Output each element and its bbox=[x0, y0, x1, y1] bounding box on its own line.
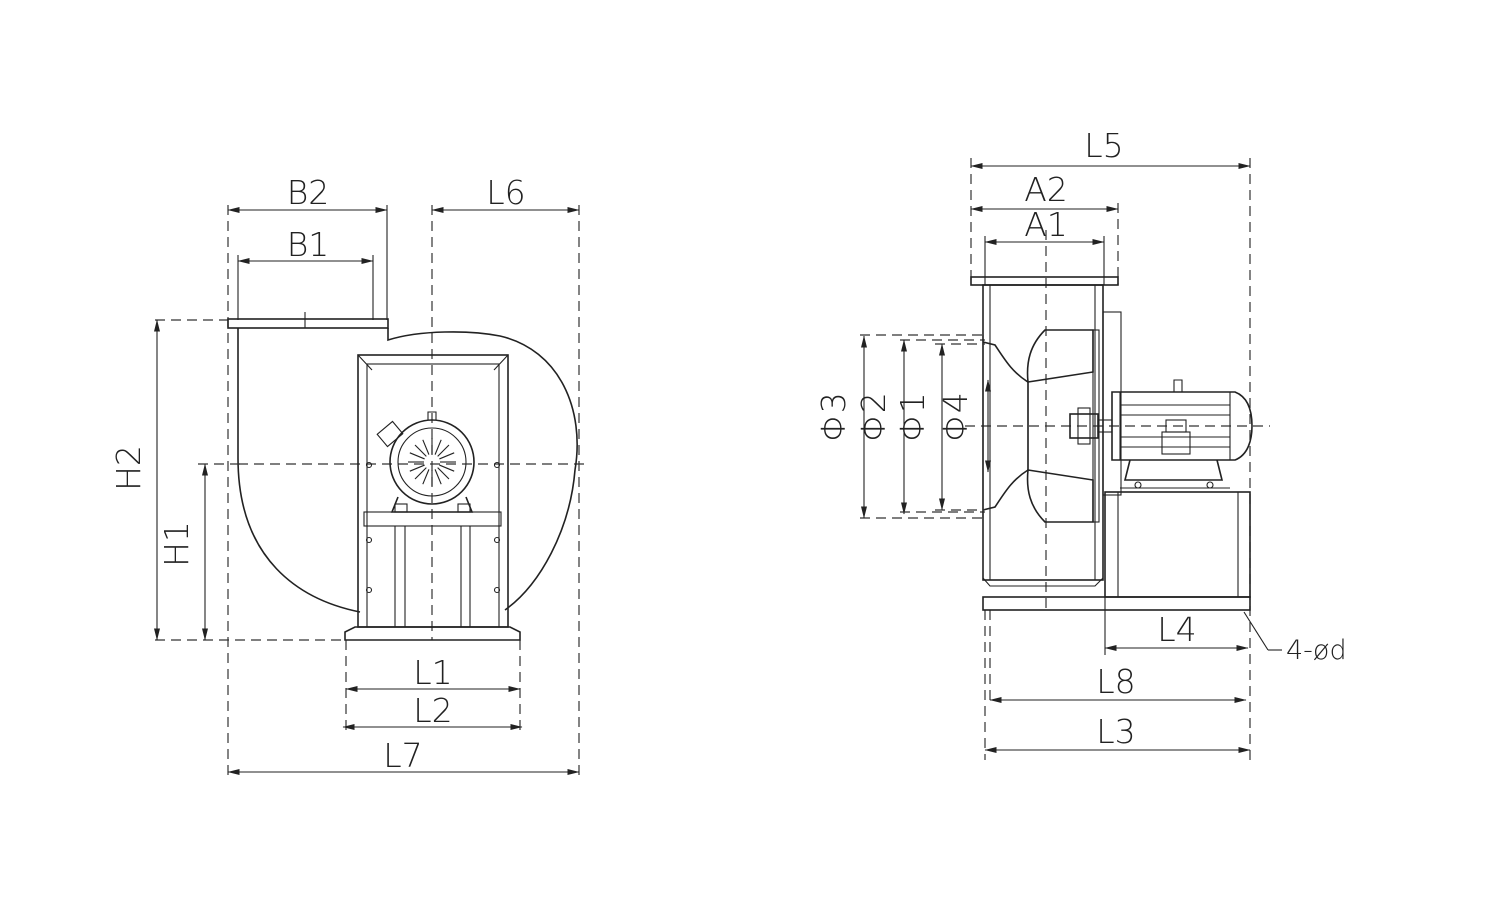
outlet-flange bbox=[970, 276, 1119, 286]
label-a2: A2 bbox=[1024, 170, 1068, 209]
bolt bbox=[365, 536, 373, 544]
motor-body bbox=[1111, 391, 1253, 461]
motor-foot-left bbox=[394, 503, 408, 513]
label-phi1: Φ1 bbox=[893, 392, 932, 441]
holes-leader bbox=[1243, 611, 1269, 651]
label-l2: L2 bbox=[413, 691, 452, 730]
bolt bbox=[493, 461, 501, 469]
outlet-flange bbox=[227, 318, 389, 329]
impeller-blade-bottom bbox=[1026, 469, 1094, 523]
grille-spoke bbox=[409, 452, 425, 460]
label-b1: B1 bbox=[287, 225, 330, 264]
front-view: B2 B1 L6 H2 H1 L1 L2 L7 bbox=[109, 173, 590, 778]
motor-foot-right bbox=[457, 503, 471, 513]
casing-rear-plate bbox=[1102, 311, 1122, 496]
shaft-key bbox=[1077, 407, 1091, 445]
motor-terminal-box-base bbox=[1161, 431, 1191, 455]
motor-eyebolt bbox=[427, 411, 437, 420]
label-h1: H1 bbox=[157, 521, 196, 567]
label-phi3: Φ3 bbox=[814, 392, 853, 441]
grille-spoke bbox=[409, 464, 425, 472]
grille-spoke bbox=[439, 464, 455, 472]
bolt bbox=[365, 586, 373, 594]
bolt bbox=[1134, 481, 1142, 489]
impeller-blade-top bbox=[1026, 329, 1094, 383]
frame-diag-tl bbox=[357, 354, 373, 371]
motor-outer-ring bbox=[389, 419, 475, 505]
support-frame-outer bbox=[357, 354, 509, 628]
motor-terminal-box bbox=[376, 420, 404, 448]
label-h2: H2 bbox=[109, 445, 148, 491]
frame-diag-tr bbox=[493, 354, 509, 371]
label-b2: B2 bbox=[287, 173, 330, 212]
motor-eyebolt bbox=[1173, 379, 1183, 392]
label-l6: L6 bbox=[486, 173, 525, 212]
base-frame bbox=[982, 596, 1251, 611]
motor-fan-grille-icon bbox=[408, 438, 456, 486]
impeller-backplate bbox=[1092, 329, 1100, 523]
label-l7: L7 bbox=[383, 736, 422, 775]
label-l4: L4 bbox=[1157, 610, 1196, 649]
grille-spoke bbox=[414, 467, 427, 480]
label-holes: 4-ød bbox=[1286, 635, 1347, 666]
grille-spoke bbox=[437, 467, 450, 480]
grille-spoke bbox=[434, 469, 442, 485]
bolt bbox=[1206, 481, 1214, 489]
motor-inner-ring bbox=[397, 427, 467, 497]
side-view: L5 A2 A1 Φ3 Φ2 Φ1 Φ4 L4 4-ød L8 L3 bbox=[814, 126, 1347, 760]
label-l1: L1 bbox=[413, 653, 452, 692]
motor-pedestal bbox=[1104, 491, 1251, 598]
base-plate bbox=[344, 626, 521, 641]
volute-casing bbox=[237, 328, 578, 613]
motor-feet bbox=[1123, 459, 1224, 481]
label-l8: L8 bbox=[1096, 662, 1135, 701]
label-phi4: Φ4 bbox=[936, 392, 975, 441]
grille-spoke bbox=[422, 439, 430, 455]
grille-spoke bbox=[434, 439, 442, 455]
label-l3: L3 bbox=[1096, 712, 1135, 751]
bolt bbox=[493, 536, 501, 544]
bolt bbox=[365, 461, 373, 469]
grille-spoke bbox=[439, 452, 455, 460]
label-a1: A1 bbox=[1024, 205, 1068, 244]
label-phi2: Φ2 bbox=[854, 392, 893, 441]
bolt bbox=[493, 586, 501, 594]
label-l5: L5 bbox=[1084, 126, 1123, 165]
grille-spoke bbox=[414, 444, 427, 457]
grille-spoke bbox=[437, 444, 450, 457]
grille-spoke bbox=[422, 469, 430, 485]
casing-bottom-taper bbox=[982, 577, 1104, 587]
